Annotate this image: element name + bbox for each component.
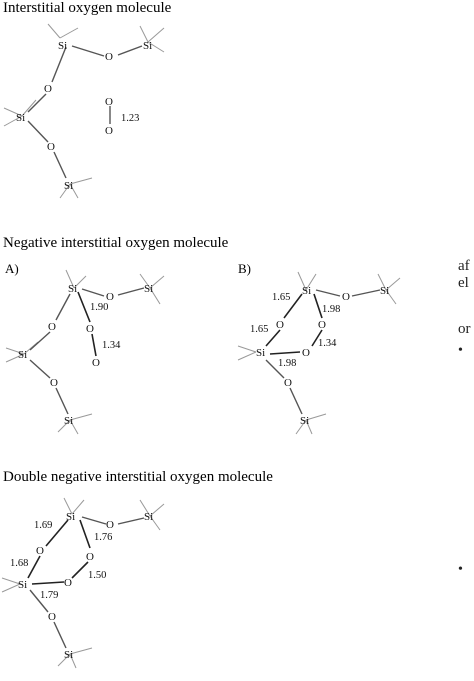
atom-si: Si <box>18 349 27 361</box>
atom-o: O <box>47 141 55 153</box>
side-text-line-1: af <box>458 258 470 274</box>
bullet-1: • <box>458 343 463 358</box>
atom-o: O <box>284 377 292 389</box>
atom-o: O <box>86 551 94 563</box>
atom-si: Si <box>66 511 75 523</box>
side-text-line-2: el <box>458 275 469 291</box>
atom-si: Si <box>16 112 25 124</box>
panel-label-b: B) <box>238 261 251 276</box>
atom-si: Si <box>302 285 311 297</box>
atom-o: O <box>86 323 94 335</box>
atom-o: O <box>302 347 310 359</box>
atom-o: O <box>50 377 58 389</box>
atom-o: O <box>44 83 52 95</box>
atom-si: Si <box>64 415 73 427</box>
bond-length-o-o: 1.23 <box>121 113 139 124</box>
atom-o: O <box>106 519 114 531</box>
atom-o: O <box>36 545 44 557</box>
section-title-interstitial: Interstitial oxygen molecule <box>3 0 172 16</box>
atom-o: O <box>92 357 100 369</box>
section-title-double-negative: Double negative interstitial oxygen mole… <box>3 469 273 485</box>
atom-o: O <box>48 611 56 623</box>
bond-length-si2-o: 1.65 <box>250 324 268 335</box>
atom-si: Si <box>300 415 309 427</box>
atom-si: Si <box>18 579 27 591</box>
bond-length-o-o: 1.50 <box>88 570 106 581</box>
bond-length-o-o: 1.34 <box>102 340 121 351</box>
atom-o: O <box>105 125 113 137</box>
atom-si: Si <box>64 649 73 661</box>
bullet-2: • <box>458 562 463 577</box>
atom-si: Si <box>144 283 153 295</box>
bond-length-si-o: 1.90 <box>90 302 108 313</box>
atom-si: Si <box>68 283 77 295</box>
atom-o: O <box>105 51 113 63</box>
atom-si: Si <box>256 347 265 359</box>
bond-length-si2-o2: 1.98 <box>278 358 296 369</box>
atom-o: O <box>106 291 114 303</box>
atom-o: O <box>276 319 284 331</box>
atom-o: O <box>48 321 56 333</box>
section-title-negative: Negative interstitial oxygen molecule <box>3 235 229 251</box>
side-text-line-3: or <box>458 321 471 337</box>
bond-length-o-o: 1.34 <box>318 338 337 349</box>
atom-si: Si <box>64 180 73 192</box>
bond-length-si2-o: 1.68 <box>10 558 28 569</box>
atom-o: O <box>64 577 72 589</box>
bond-length-si1-o: 1.65 <box>272 292 290 303</box>
atom-si: Si <box>380 285 389 297</box>
atom-o: O <box>318 319 326 331</box>
atom-o: O <box>105 96 113 108</box>
atom-si: Si <box>58 40 67 52</box>
bond-length-si2-o2: 1.79 <box>40 590 58 601</box>
bond-length-si1-o2: 1.98 <box>322 304 340 315</box>
atom-si: Si <box>144 511 153 523</box>
atom-si: Si <box>143 40 152 52</box>
atom-o: O <box>342 291 350 303</box>
bond-length-si1-o2: 1.76 <box>94 532 112 543</box>
bond-length-si1-o: 1.69 <box>34 520 52 531</box>
panel-label-a: A) <box>5 261 19 276</box>
